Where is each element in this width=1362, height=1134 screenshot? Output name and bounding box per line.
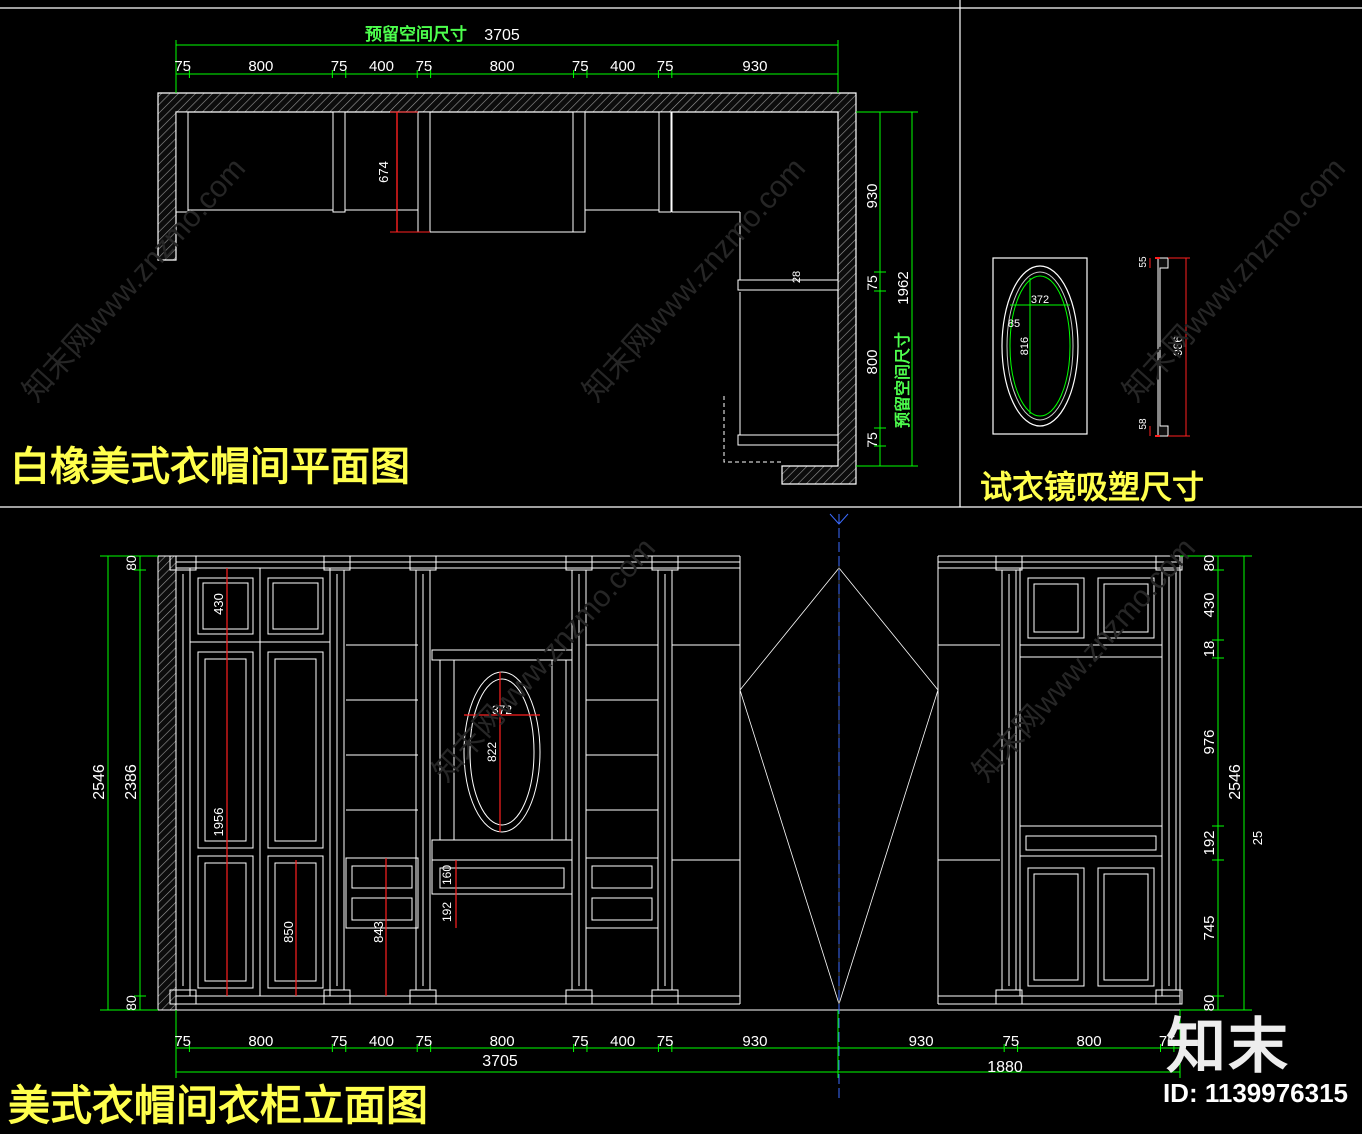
plan-top-dim: 800 [248, 58, 273, 75]
plan-top-dim: 75 [657, 58, 674, 75]
elev-total-left: 3705 [482, 1053, 518, 1070]
elev-right-dim: 192 [1201, 830, 1218, 855]
elev-inner-850: 850 [281, 921, 296, 943]
column-base [323, 989, 351, 1005]
elev-right-dim: 80 [1201, 995, 1218, 1012]
plan-right-overall-label: 预留空间尺寸 [893, 332, 912, 428]
mirror-side-986: 986 [1171, 336, 1185, 356]
elev-left-80-bottom: 80 [123, 995, 139, 1011]
elev-bottom-dim: 800 [490, 1033, 515, 1050]
elev-bottom-dim: 75 [1159, 1033, 1176, 1050]
elev-bottom-dim: 75 [657, 1033, 674, 1050]
elev-inner-192: 192 [440, 902, 454, 922]
elevation-title: 美式衣帽间衣柜立面图 [8, 1081, 429, 1130]
mirror-height: 816 [1019, 337, 1031, 355]
image-id: ID: 1139976315 [1162, 1078, 1348, 1108]
plan-top-dim: 75 [174, 58, 191, 75]
column-base [169, 989, 197, 1005]
plan-top-dim: 75 [572, 58, 589, 75]
shelf-units [345, 644, 1000, 929]
plan-top-dimensions: 75 800 75 400 75 800 75 400 75 930 [174, 58, 767, 75]
viewport-borders [0, 0, 1362, 508]
elev-bottom-dim: 930 [742, 1033, 767, 1050]
plan-top-dim: 75 [331, 58, 348, 75]
elev-bottom-dim: 400 [610, 1033, 635, 1050]
plan-partitions [175, 111, 839, 446]
elev-left-2386: 2386 [123, 764, 140, 800]
plan-small-28: 28 [791, 271, 803, 283]
elev-bottom-dim: 75 [416, 1033, 433, 1050]
elev-right-dim: 80 [1201, 555, 1218, 572]
elev-right-dim: 430 [1201, 592, 1218, 617]
elev-total-right: 1880 [987, 1059, 1023, 1076]
column-base [565, 989, 593, 1005]
columns [169, 555, 1183, 1005]
plan-top-dim: 400 [369, 58, 394, 75]
left-wardrobe [189, 567, 331, 997]
elev-left-80-top: 80 [123, 555, 139, 571]
mirror-frame: 85 [1008, 318, 1020, 330]
brand-logo: 知末 [1166, 1012, 1290, 1082]
mirror-detail: 372 85 816 55 986 58 [992, 256, 1190, 437]
mirror-side-58: 58 [1138, 418, 1149, 430]
elev-left-2546: 2546 [91, 764, 108, 800]
elev-inner-843: 843 [371, 921, 386, 943]
mirror-title: 试衣镜吸塑尺寸 [980, 468, 1205, 506]
elev-mirror-372: 372 [492, 703, 512, 717]
plan-overall-value: 3705 [484, 27, 520, 44]
elev-right-small: 25 [1250, 831, 1265, 845]
elev-right-dim: 976 [1201, 729, 1218, 754]
column-base [1155, 989, 1183, 1005]
plan-overall-label: 预留空间尺寸 [365, 24, 467, 45]
elev-bottom-dim: 75 [572, 1033, 589, 1050]
elev-right-total: 2546 [1227, 764, 1244, 800]
elev-bottom-dim: 400 [369, 1033, 394, 1050]
elevation-bottom-dimensions: 75 800 75 400 75 800 75 400 75 930 930 75 800 75 [174, 1033, 1175, 1050]
elevation-view: 430 1956 850 843 192 160 372 822 80 2546… [91, 513, 1265, 1100]
plan-right-overall-value: 1962 [895, 271, 912, 304]
elev-bottom-dim: 75 [331, 1033, 348, 1050]
mirror-side-55: 55 [1138, 256, 1149, 268]
plan-top-dim: 800 [490, 58, 515, 75]
plan-depth-674: 674 [376, 161, 391, 183]
elev-right-dim: 745 [1201, 915, 1218, 940]
plan-right-800: 800 [864, 349, 881, 374]
plan-top-dim: 930 [742, 58, 767, 75]
elev-inner-160: 160 [440, 865, 454, 885]
plan-wall [157, 92, 857, 485]
elev-bottom-dim: 930 [909, 1033, 934, 1050]
elev-inner-1956: 1956 [211, 808, 226, 837]
mirror-width: 372 [1031, 294, 1049, 306]
column-base [995, 989, 1023, 1005]
plan-right-75b: 75 [864, 432, 880, 448]
plan-right-930: 930 [864, 183, 881, 208]
elev-inner-430: 430 [211, 593, 226, 615]
plan-view: 674 75 800 75 400 75 800 75 400 75 930 预留空间尺寸 370… [157, 24, 918, 485]
plan-top-dim: 75 [416, 58, 433, 75]
right-wardrobe [1019, 567, 1163, 997]
plan-title: 白橡美式衣帽间平面图 [10, 444, 410, 490]
plan-right-75a: 75 [864, 275, 880, 291]
column-base [651, 989, 679, 1005]
elev-bottom-dim: 800 [1077, 1033, 1102, 1050]
elev-bottom-dim: 75 [174, 1033, 191, 1050]
plan-top-dim: 400 [610, 58, 635, 75]
elev-bottom-dim: 75 [1003, 1033, 1020, 1050]
elev-bottom-dim: 800 [248, 1033, 273, 1050]
elev-right-dim: 18 [1201, 641, 1218, 658]
elevation-right-dimensions: 80 430 18 976 192 745 80 [1201, 555, 1218, 1012]
elev-mirror-822: 822 [485, 742, 499, 762]
column-base [409, 989, 437, 1005]
